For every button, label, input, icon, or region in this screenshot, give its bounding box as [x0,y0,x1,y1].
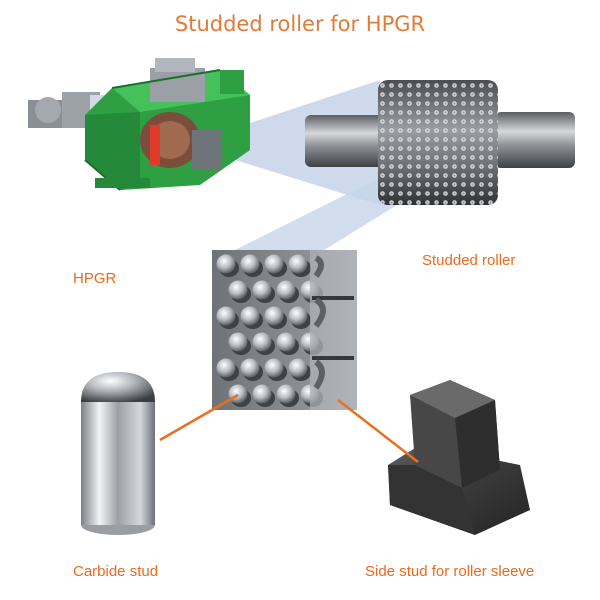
leader-line-side-stud [337,399,419,463]
roller-surface-closeup [212,250,357,410]
stud-head [276,280,296,300]
stud-head [240,254,260,274]
stud-head [252,384,272,404]
stud-head [216,358,236,378]
stud-head [288,306,308,326]
stud-head [240,306,260,326]
side-stud-label: Side stud for roller sleeve [365,563,535,580]
stud-head [216,254,236,274]
leader-line-carbide-stud [159,393,239,442]
stud-head [252,332,272,352]
stud-head [276,384,296,404]
stud-head [228,384,248,404]
studded-roller-label: Studded roller [422,252,516,269]
stud-head [288,358,308,378]
carbide-stud-label: Carbide stud [73,563,159,580]
stud-head [288,254,308,274]
stud-head [216,306,236,326]
callout-wedge-roller-to-closeup [225,170,405,265]
page-title: Studded roller for HPGR [174,12,426,36]
stud-head [264,306,284,326]
stud-head [228,332,248,352]
hpgr-machine-illustration [28,58,250,191]
stud-head [276,332,296,352]
stud-head [252,280,272,300]
stud-head [240,358,260,378]
side-stud-illustration [388,380,530,535]
stud-head [228,280,248,300]
studded-roller-illustration [305,80,575,205]
hpgr-label: HPGR [73,270,117,287]
stud-head [264,358,284,378]
stud-head [264,254,284,274]
carbide-stud-illustration [81,372,155,535]
